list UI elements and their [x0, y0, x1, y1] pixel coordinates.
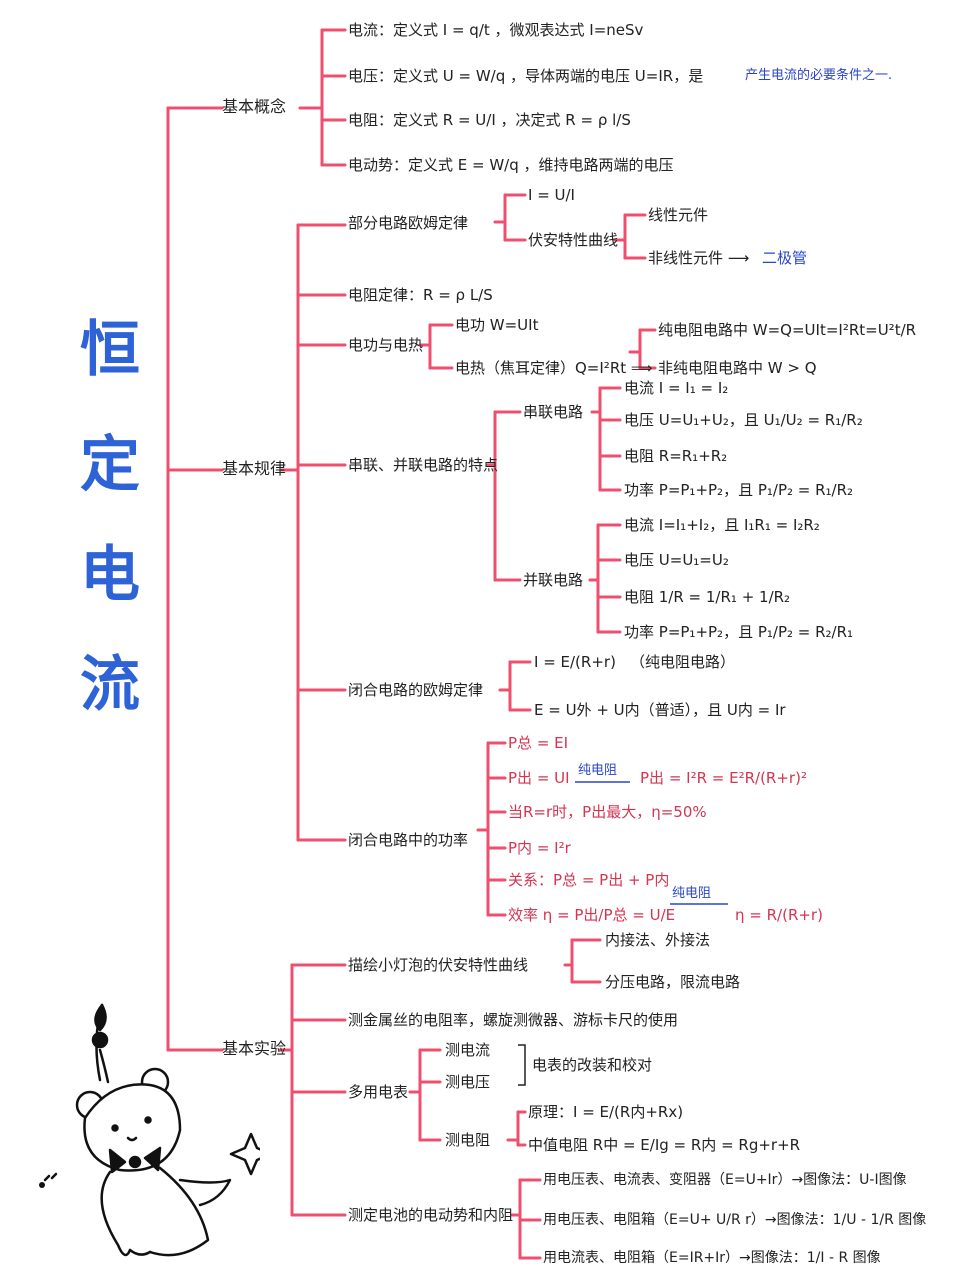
exp-multimeter-resistance: 测电阻	[445, 1131, 491, 1149]
work-heat-label: 电功与电热	[348, 336, 424, 354]
series-item-current: 电流 I = I₁ = I₂	[624, 379, 729, 397]
bear-doodle-illustration	[39, 1003, 260, 1257]
category-concepts: 基本概念	[222, 97, 287, 116]
exp-lamp-item-1: 内接法、外接法	[605, 931, 711, 949]
concept-voltage-tail: 产生电流的必要条件之一.	[745, 68, 893, 83]
title-char-3: 电	[80, 540, 140, 610]
concept-emf: 电动势：定义式 E = W/q ，维持电路两端的电压	[348, 156, 674, 174]
power-internal: P内 = I²r	[508, 839, 571, 857]
ohm-partial-label: 部分电路欧姆定律	[348, 214, 469, 232]
category-experiments: 基本实验	[222, 1039, 287, 1058]
closed-ohm-formula-1: I = E/(R+r)	[534, 653, 616, 671]
exp-lamp: 描绘小灯泡的伏安特性曲线	[348, 956, 529, 974]
concept-current: 电流：定义式 I = q/t ，微观表达式 I=neSv	[348, 21, 644, 39]
power-pure-tag-2: 纯电阻	[672, 886, 712, 901]
exp-resistivity: 测金属丝的电阻率，螺旋测微器、游标卡尺的使用	[348, 1011, 679, 1029]
parallel-item-resistance: 电阻 1/R = 1/R₁ + 1/R₂	[624, 588, 791, 606]
power-efficiency-tail: η = R/(R+r)	[735, 906, 823, 924]
series-item-power: 功率 P=P₁+P₂，且 P₁/P₂ = R₁/R₂	[624, 481, 854, 499]
series-parallel-label: 串联、并联电路的特点	[348, 456, 499, 474]
exp-emf-item-3: 用电流表、电阻箱（E=IR+Ir）→图像法：1/I - R 图像	[543, 1250, 881, 1266]
parallel-item-voltage: 电压 U=U₁=U₂	[624, 551, 729, 569]
exp-multimeter-current: 测电流	[445, 1041, 491, 1059]
exp-principle: 原理：I = E/(R内+Rx)	[528, 1103, 684, 1121]
exp-lamp-item-2: 分压电路，限流电路	[605, 973, 741, 991]
ohm-partial-curve: 伏安特性曲线	[528, 231, 619, 249]
power-pure-tag-1: 纯电阻	[578, 763, 618, 778]
title-char-1: 恒	[80, 315, 140, 385]
power-output: P出 = UI	[508, 769, 570, 787]
exp-emf-item-2: 用电压表、电阻箱（E=U+ U/R r）→图像法：1/U - 1/R 图像	[543, 1212, 927, 1228]
concept-resistance: 电阻：定义式 R = U/I ，决定式 R = ρ l/S	[348, 111, 631, 129]
power-total: P总 = EI	[508, 734, 569, 752]
concept-voltage: 电压：定义式 U = W/q ，导体两端的电压 U=IR，是	[348, 67, 704, 85]
work-heat-work: 电功 W=UIt	[455, 316, 539, 334]
exp-multimeter: 多用电表	[348, 1083, 409, 1101]
ohm-partial-linear: 线性元件	[648, 206, 709, 224]
parallel-circuit-label: 并联电路	[523, 571, 584, 589]
closed-power-label: 闭合电路中的功率	[348, 831, 469, 849]
ohm-partial-nonlinear: 非线性元件 ⟶	[648, 249, 750, 267]
series-circuit-label: 串联电路	[523, 403, 584, 421]
category-laws: 基本规律	[222, 459, 287, 478]
power-output-tail: P出 = I²R = E²R/(R+r)²	[640, 769, 807, 787]
power-max: 当R=r时，P出最大，η=50%	[508, 803, 707, 821]
power-efficiency: 效率 η = P出/P总 = U/E	[508, 906, 676, 924]
exp-meter-note: 电表的改装和校对	[532, 1056, 653, 1074]
closed-ohm-label: 闭合电路的欧姆定律	[348, 681, 484, 699]
closed-ohm-note: （纯电阻电路）	[630, 653, 736, 671]
ohm-partial-diode: 二极管	[762, 249, 808, 267]
title-char-4: 流	[80, 650, 140, 720]
exp-multimeter-voltage: 测电压	[445, 1073, 491, 1091]
work-heat-heat: 电热（焦耳定律）Q=I²Rt ⟹	[455, 359, 653, 377]
work-heat-nonpure: 非纯电阻电路中 W > Q	[658, 359, 817, 377]
exp-emf: 测定电池的电动势和内阻	[348, 1206, 514, 1224]
power-relation: 关系：P总 = P出 + P内	[508, 871, 670, 889]
title-char-2: 定	[80, 430, 140, 500]
exp-emf-item-1: 用电压表、电流表、变阻器（E=U+Ir）→图像法：U-I图像	[543, 1172, 907, 1188]
resistance-law: 电阻定律：R = ρ L/S	[348, 286, 493, 304]
series-item-voltage: 电压 U=U₁+U₂，且 U₁/U₂ = R₁/R₂	[624, 411, 863, 429]
work-heat-pure: 纯电阻电路中 W=Q=UIt=I²Rt=U²t/R	[658, 321, 917, 339]
parallel-item-power: 功率 P=P₁+P₂，且 P₁/P₂ = R₂/R₁	[624, 623, 854, 641]
series-item-resistance: 电阻 R=R₁+R₂	[624, 447, 728, 465]
exp-midvalue: 中值电阻 R中 = E/Ig = R内 = Rg+r+R	[528, 1136, 801, 1154]
parallel-item-current: 电流 I=I₁+I₂，且 I₁R₁ = I₂R₂	[624, 516, 820, 534]
closed-ohm-formula-2: E = U外 + U内（普适），且 U内 = Ir	[534, 701, 786, 719]
ohm-partial-formula: I = U/I	[528, 186, 575, 204]
